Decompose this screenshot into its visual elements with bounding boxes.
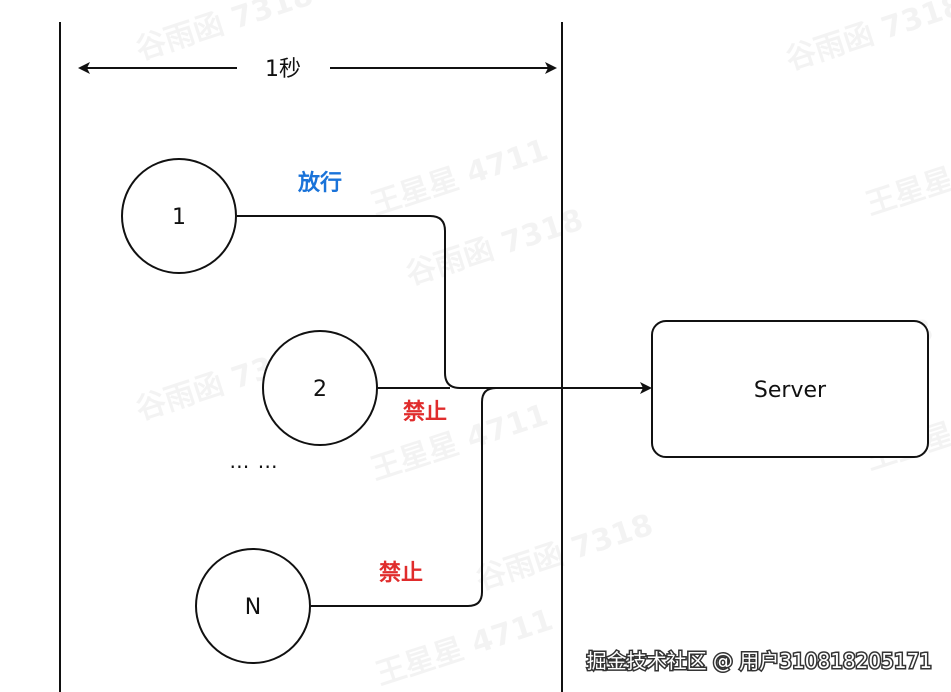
client-circle bbox=[121, 158, 237, 274]
watermark-text: 谷雨函 7318 bbox=[472, 507, 658, 597]
status-allow: 放行 bbox=[297, 170, 342, 196]
client-node: N bbox=[195, 548, 311, 664]
server-box bbox=[651, 320, 929, 458]
client-label: N bbox=[245, 595, 261, 620]
status-deny: 禁止 bbox=[403, 399, 447, 425]
client-node: 2 bbox=[262, 330, 378, 446]
connector-client-n bbox=[311, 387, 497, 607]
server-node: Server bbox=[651, 320, 929, 458]
watermark-text: 王星星 4711 bbox=[367, 397, 553, 487]
client-circle bbox=[262, 330, 378, 446]
status-deny: 禁止 bbox=[379, 560, 423, 586]
client-label: 2 bbox=[313, 377, 327, 402]
watermark-text: 王星星 4711 bbox=[367, 132, 553, 222]
watermark-text: 王星星 4711 bbox=[372, 602, 558, 692]
clients-ellipsis: … … bbox=[229, 449, 278, 473]
watermark-text: 谷雨函 7318 bbox=[782, 0, 951, 78]
client-node: 1 bbox=[121, 158, 237, 274]
watermark-text: 王星星 4711 bbox=[862, 132, 951, 222]
time-window-label: 1秒 bbox=[265, 57, 301, 82]
client-circle bbox=[195, 548, 311, 664]
server-label: Server bbox=[754, 378, 827, 403]
client-label: 1 bbox=[172, 205, 186, 230]
footer-credit: 掘金技术社区 @ 用户3108182051​71 bbox=[587, 649, 932, 673]
connector-client-1 bbox=[237, 215, 652, 394]
